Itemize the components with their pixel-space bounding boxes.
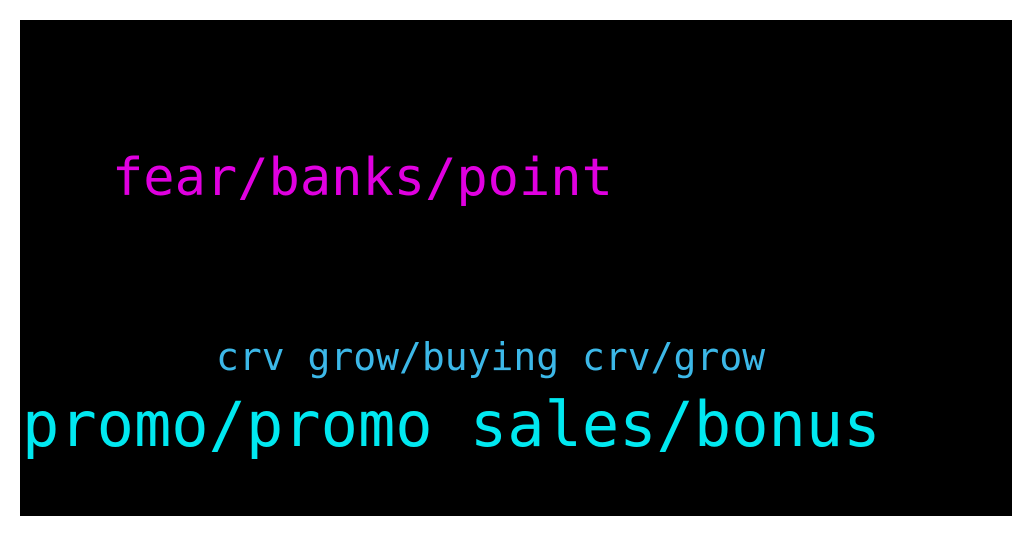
word-crv-grow-buying: crv grow/buying crv/grow bbox=[216, 335, 766, 379]
word-fear-banks-point: fear/banks/point bbox=[112, 148, 613, 208]
word-promo-sales-bonus: promo/promo sales/bonus bbox=[22, 388, 881, 461]
word-cloud-canvas: fear/banks/point crv grow/buying crv/gro… bbox=[20, 20, 1012, 516]
